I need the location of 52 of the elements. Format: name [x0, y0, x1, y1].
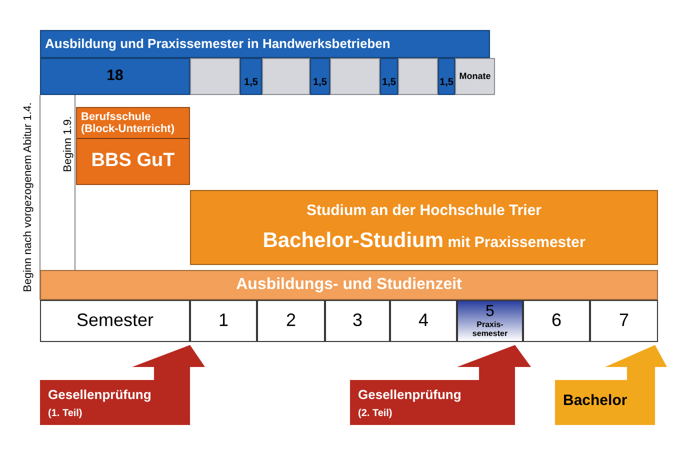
- semester-cell: [190, 300, 257, 342]
- unit-cell: [455, 58, 495, 95]
- duration-text: 1,5: [313, 77, 327, 88]
- timeline-cell: [190, 58, 240, 95]
- semester-cell: [325, 300, 390, 342]
- timeline-cell: [398, 58, 438, 95]
- side-note: Beginn nach vorgezogenem Abitur 1.4.: [22, 102, 34, 292]
- arrow-label: Gesellenprüfung: [358, 388, 462, 402]
- exam-arrow: [40, 345, 205, 425]
- unit-text: Monate: [459, 72, 491, 82]
- program-title: Bachelor-Studium mit Praxissemester: [262, 229, 586, 252]
- semester-label: 4: [418, 311, 428, 331]
- study-title: Studium an der Hochschule Trier: [306, 202, 542, 220]
- duration-cell: [438, 58, 455, 95]
- band-title: Ausbildungs- und Studienzeit: [236, 276, 462, 294]
- semester-cell: [40, 300, 190, 342]
- period-band: [40, 270, 658, 300]
- band-title: Ausbildung und Praxissemester in Handwerksbetrieben: [45, 36, 390, 52]
- duration-cell: [40, 58, 190, 95]
- duration-text: 1,5: [382, 77, 396, 88]
- degree-arrow: [555, 345, 667, 425]
- arrow-subtitle: (1. Teil): [48, 408, 82, 419]
- duration-cell: [240, 58, 262, 95]
- side-note: Beginn 1.9.: [62, 116, 74, 172]
- arrow-label: Gesellenprüfung: [48, 388, 152, 402]
- timeline-cell: [262, 58, 310, 95]
- heading-band: [40, 30, 490, 58]
- timeline-cell: [330, 58, 380, 95]
- duration-text: 1,5: [440, 77, 454, 88]
- cell-note: Praxis- semester: [471, 321, 509, 339]
- semester-label: 7: [618, 311, 629, 331]
- semester-label: 5: [486, 303, 494, 321]
- semester-cell: [590, 300, 658, 342]
- semester-cell: [257, 300, 325, 342]
- school-box: [76, 107, 190, 185]
- semester-label: 2: [286, 311, 296, 331]
- semester-cell: [457, 300, 523, 342]
- semester-label: 1: [218, 311, 228, 331]
- school-title: Berufsschule (Block-Unterricht): [77, 108, 189, 140]
- school-name: BBS GuT: [90, 149, 176, 174]
- duration-cell: [310, 58, 330, 95]
- duration-text: 18: [106, 68, 124, 85]
- arrow-label: Bachelor: [563, 392, 628, 409]
- semester-label: 3: [352, 311, 362, 331]
- duration-cell: [380, 58, 398, 95]
- arrow-subtitle: (2. Teil): [358, 408, 392, 419]
- semester-cell: [523, 300, 590, 342]
- study-box: [190, 190, 658, 265]
- semester-label: 6: [551, 311, 562, 331]
- semester-cell: [390, 300, 457, 342]
- duration-text: 1,5: [244, 77, 258, 88]
- semester-label: Semester: [76, 311, 154, 331]
